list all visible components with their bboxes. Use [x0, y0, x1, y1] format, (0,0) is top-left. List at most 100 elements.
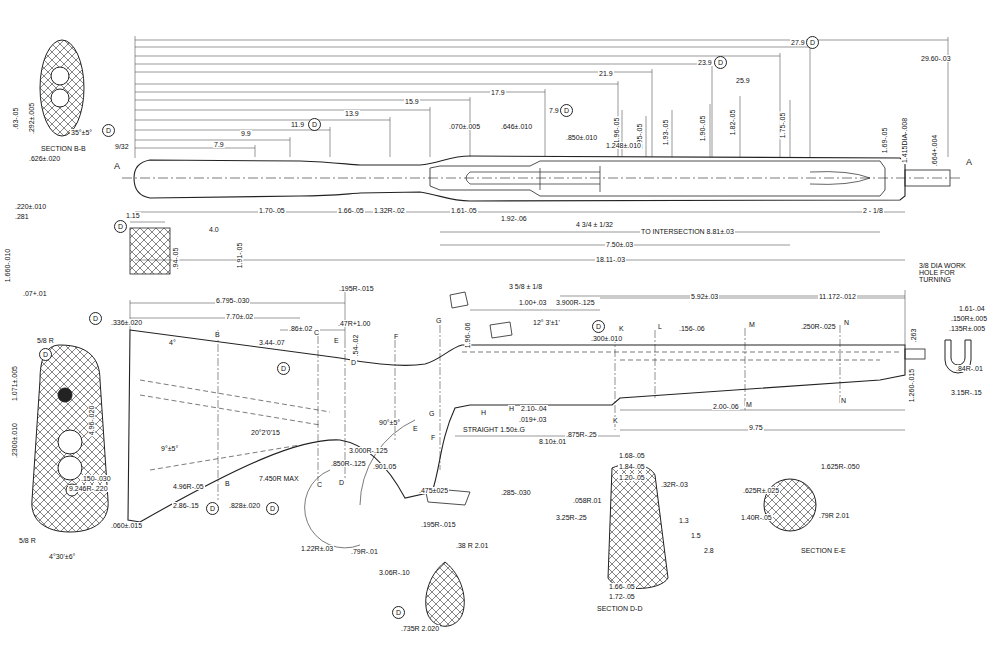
- dimension-text: 1.68-.05: [618, 452, 646, 459]
- grip-cap: [425, 292, 512, 505]
- dimension-text: 7.70±.02: [225, 313, 254, 320]
- section-letter: E: [412, 425, 419, 432]
- dimension-text: 4.96-.020: [89, 404, 96, 436]
- section-letter: F: [393, 333, 399, 340]
- dimension-text: 1.248±.010: [605, 142, 642, 149]
- section-letter: N: [843, 319, 850, 326]
- dimension-line: [780, 53, 781, 157]
- dimension-text: 27.9: [790, 39, 806, 46]
- hole: [58, 456, 82, 480]
- dimension-text: 17.9: [490, 89, 506, 96]
- dimension-text: .850R-.125: [330, 460, 367, 467]
- callout-circle: D: [806, 36, 819, 49]
- section-letter: M: [745, 401, 753, 408]
- dimension-text: .195R-.015: [420, 521, 457, 528]
- callout-letter: D: [210, 505, 215, 512]
- dimension-text: .07+.01: [22, 290, 48, 297]
- section-letter: D: [350, 359, 357, 366]
- dimension-text: 1.92-.06: [500, 215, 528, 222]
- dimension-text: 3.06R-.10: [378, 569, 411, 576]
- section-title: SECTION B-B: [40, 145, 87, 152]
- dimension-text: 1.91-.05: [237, 241, 244, 269]
- hole: [51, 67, 69, 85]
- dimension-text: .63-.05: [12, 106, 19, 130]
- dimension-line: [135, 40, 948, 41]
- dimension-text: .664+.004: [932, 133, 939, 166]
- dimension-text: 11.172-.012: [818, 293, 857, 300]
- dimension-text: 3.25R-.25: [555, 514, 588, 521]
- dimension-text: 25.9: [735, 77, 751, 84]
- section-letter: L: [657, 323, 663, 330]
- dimension-line: [470, 310, 600, 311]
- dimension-text: .060±.015: [110, 522, 143, 529]
- section-letter: E: [333, 337, 340, 344]
- dimension-text: 8.10±.01: [538, 438, 567, 445]
- dimension-text: .828±.020: [228, 502, 261, 509]
- dimension-line: [545, 89, 546, 157]
- dimension-text: 13.9: [344, 110, 360, 117]
- dimension-text: 5/8 R: [36, 337, 55, 344]
- dimension-line: [130, 222, 165, 223]
- dimension-text: 20°2'0'15: [250, 429, 281, 436]
- dimension-text: .38 R 2.01: [455, 542, 489, 549]
- section-letter: 4°: [168, 339, 177, 346]
- dimension-text: 3.44-.07: [258, 339, 286, 346]
- hidden-lines: [140, 352, 900, 470]
- section-letter: B: [224, 480, 231, 487]
- callout-letter: D: [564, 107, 569, 114]
- dimension-text: 29.60-.03: [920, 55, 952, 62]
- detail-block: [130, 228, 170, 274]
- dimension-text: .79R 2.01: [818, 512, 850, 519]
- callout-circle: D: [392, 606, 405, 619]
- dimension-text: .263: [911, 327, 918, 343]
- dimension-text: 7.9: [548, 107, 560, 114]
- dimension-text: .79R-.01: [350, 548, 379, 555]
- dimension-text: 1.00+.03: [518, 299, 547, 306]
- dimension-text: .901.05: [372, 463, 397, 470]
- dimension-line: [135, 64, 712, 65]
- dimension-line: [135, 260, 905, 261]
- dimension-line: [672, 110, 673, 157]
- dimension-text: .250R-.025: [800, 323, 837, 330]
- dimension-line: [710, 104, 711, 157]
- callout-letter: D: [396, 609, 401, 616]
- dimension-text: .285-.030: [500, 489, 532, 496]
- section-letter: F: [430, 434, 436, 441]
- dimension-text: 1.5: [690, 532, 702, 539]
- dimension-line: [135, 36, 136, 158]
- plan-outline: [134, 156, 905, 201]
- centerline: [122, 178, 962, 179]
- dimension-line: [135, 100, 470, 101]
- dimension-text: 35°±5°: [70, 129, 93, 136]
- side-view: [128, 292, 925, 548]
- section-egg: [426, 562, 465, 626]
- callout-circle: D: [39, 348, 52, 361]
- dimension-text: 1.22R±.03: [300, 545, 334, 552]
- dimension-text: .336±.020: [110, 319, 143, 326]
- dimension-line: [135, 110, 430, 111]
- section-letter: N: [840, 397, 847, 404]
- dimension-text: 5.92±.03: [690, 293, 719, 300]
- dimension-text: 3.900R-.125: [555, 299, 596, 306]
- dimension-text: 7.9: [213, 141, 225, 148]
- dimension-text: 9.9: [240, 130, 252, 137]
- dimension-line: [135, 56, 780, 57]
- dimension-text: 1.61-.04: [958, 305, 986, 312]
- dimension-text: 4.96R-.05: [172, 483, 205, 490]
- dimension-line: [905, 290, 906, 345]
- dimension-text: 9.246R-.220: [68, 485, 109, 492]
- hole: [58, 388, 72, 402]
- dimension-text: .86±.02: [288, 325, 313, 332]
- inlet-outline: [430, 161, 885, 196]
- dimension-text: 1.625R-.050: [820, 463, 861, 470]
- callout-letter: D: [281, 365, 286, 372]
- dimension-text: 12° 3'±1': [532, 319, 561, 326]
- dimension-line: [130, 318, 300, 319]
- section-letter: A: [113, 162, 121, 171]
- callout-letter: D: [810, 39, 815, 46]
- dimension-line: [135, 92, 545, 93]
- callout-letter: D: [596, 323, 601, 330]
- dimension-text: 1.61-.05: [450, 207, 478, 214]
- hole: [51, 89, 69, 107]
- callout-circle: D: [308, 118, 321, 131]
